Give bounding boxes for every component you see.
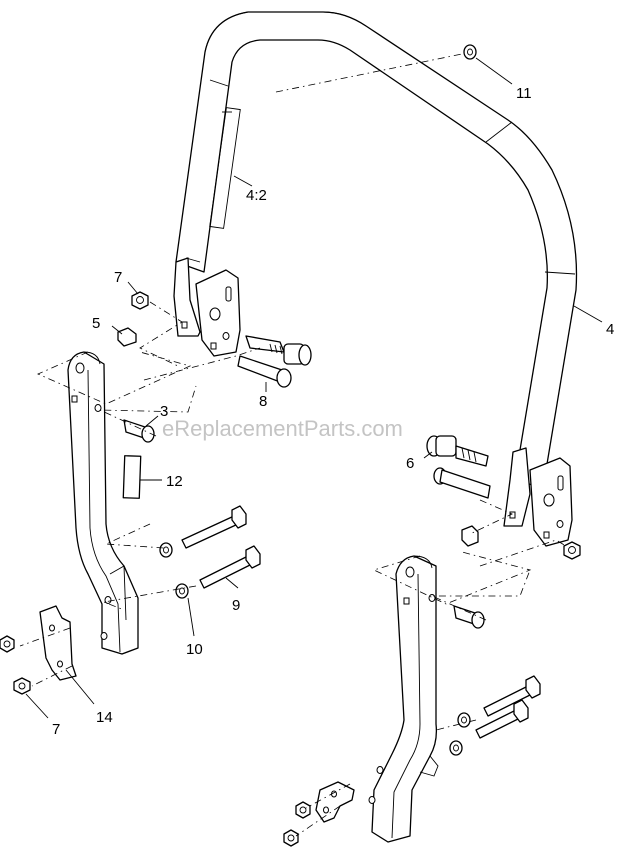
left-hoop-bracket [173,257,241,357]
clevis-pin-upper [237,355,292,388]
leader-lines [25,57,603,719]
callout-6: 6 [406,455,414,472]
right-hoop-bracket [503,447,573,547]
alignment-lines [19,53,567,837]
callout-3: 3 [160,403,168,420]
knob-pin-right [426,435,489,467]
watermark-text: eReplacementParts.com [162,416,403,441]
backing-plate-right [315,781,355,823]
bolt-right-upper [483,675,541,717]
callout-11: 11 [516,85,532,102]
spacer-left [123,419,155,443]
cap-plug-right [461,525,479,547]
lock-nut-upper [131,291,149,310]
lock-nut-left-upper [0,635,15,653]
bolt-long-lower [199,545,261,589]
callout-7-bottom: 7 [52,721,60,738]
roll-bar-hoop [175,11,578,489]
backing-plate-14 [39,605,77,681]
right-lower-leg [368,555,439,843]
callout-8: 8 [259,393,267,410]
washer-right-lower [449,740,463,756]
callout-9: 9 [232,597,240,614]
lock-nut-right-lower-b [283,829,299,847]
lock-nut-right-lower-a [295,801,311,819]
flat-washer-11 [463,44,477,60]
callout-4-2: 4:2 [246,187,267,204]
left-lower-leg [67,351,139,655]
spacer-right [453,605,485,629]
washer-left-upper [159,542,173,558]
callout-4: 4 [606,321,614,338]
callout-14: 14 [96,709,113,726]
clevis-pin-right [433,467,491,499]
washer-right-upper [457,712,471,728]
callout-10: 10 [186,641,203,658]
callout-5: 5 [92,315,100,332]
bolt-long-upper [181,505,247,549]
knob-pin-upper [245,335,312,366]
washer-left-lower [175,583,189,599]
callout-12: 12 [166,473,183,490]
bolt-right-lower [475,699,529,739]
decal-12 [122,455,142,499]
cap-plug-upper [117,327,137,347]
lock-nut-right-upper [563,541,581,560]
callout-7-top: 7 [114,269,122,286]
lock-nut-left-lower [13,677,31,695]
